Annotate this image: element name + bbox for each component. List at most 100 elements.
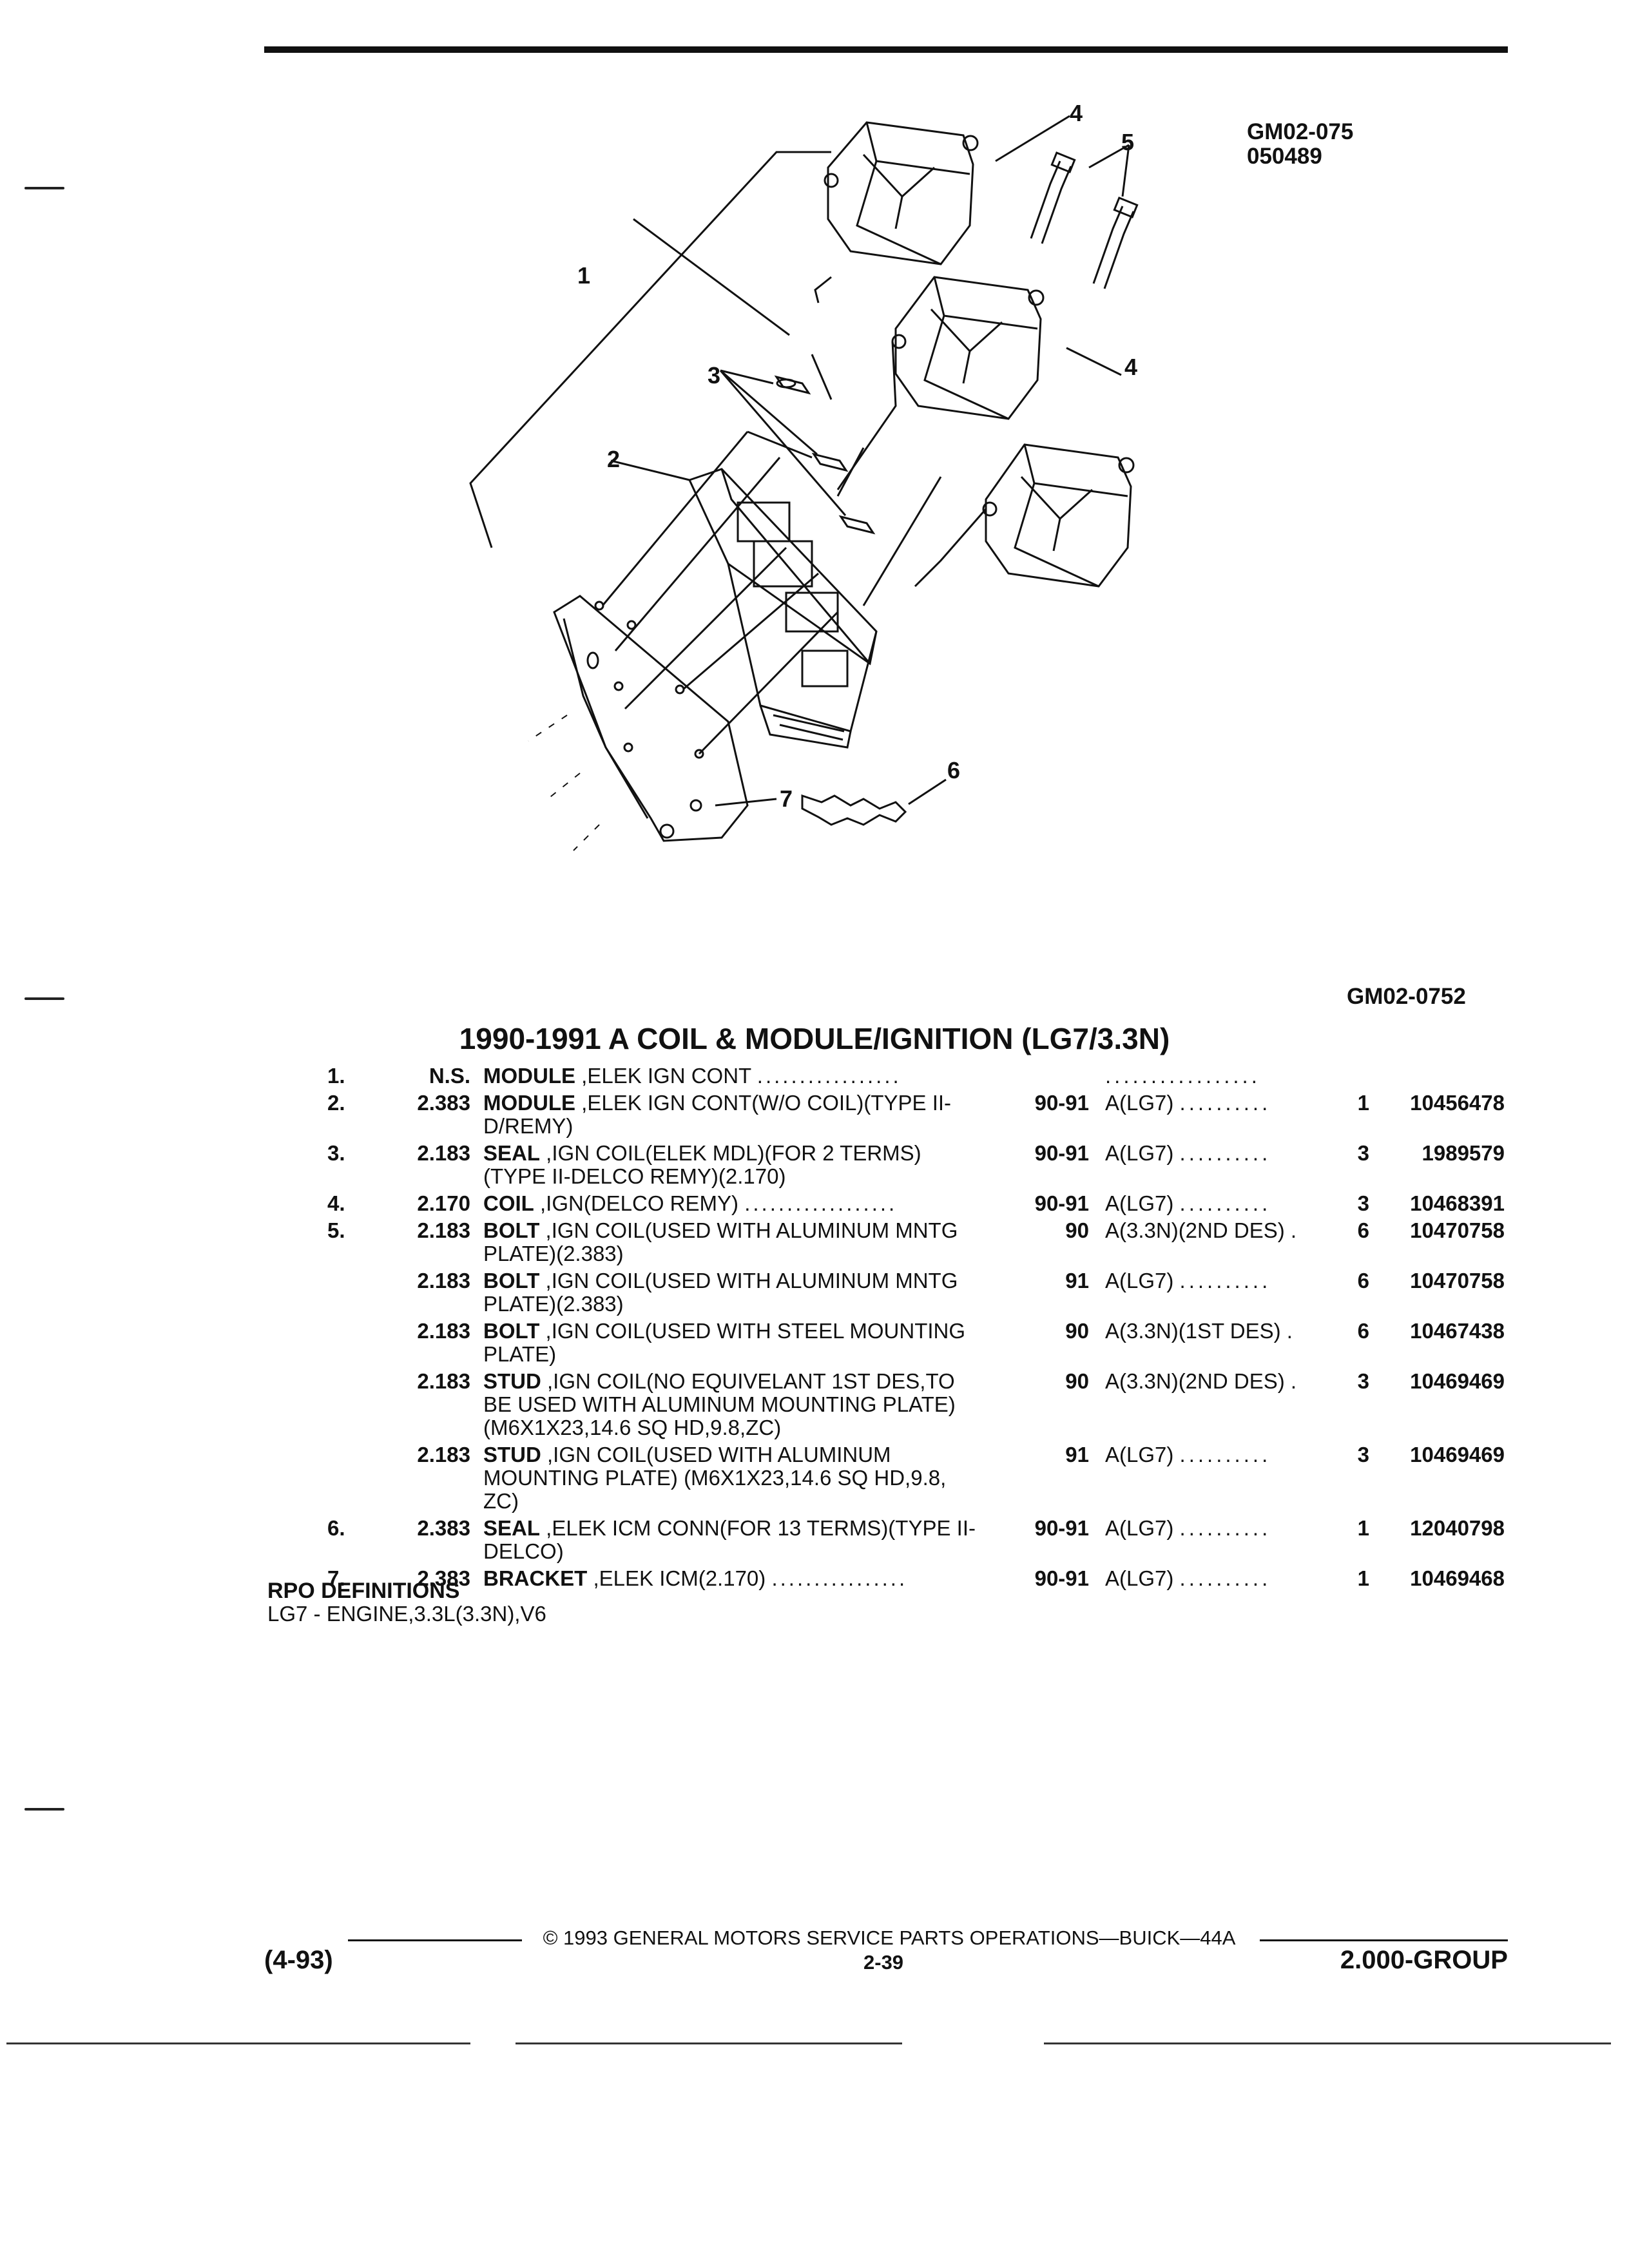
footer-group: 2.000-GROUP xyxy=(1340,1946,1508,1974)
part-model-years: 91 xyxy=(1065,1443,1089,1466)
part-application: A(3.3N)(1ST DES) . xyxy=(1105,1320,1296,1343)
application-code: A(LG7) xyxy=(1105,1141,1174,1165)
part-description-line: ZC) xyxy=(483,1489,519,1513)
part-quantity: 3 xyxy=(1357,1443,1369,1466)
part-description-line: ,IGN(DELCO REMY) xyxy=(534,1191,745,1215)
part-number: 10470758 xyxy=(1410,1269,1505,1293)
mounting-bracket xyxy=(553,595,777,842)
part-description-line: ,IGN COIL(USED WITH ALUMINUM MNTG xyxy=(539,1269,958,1293)
part-name: BOLT xyxy=(483,1269,540,1293)
part-model-years: 90-91 xyxy=(1034,1091,1089,1115)
figure-code-bottom: GM02-0752 xyxy=(1347,984,1466,1009)
leader-dots: . xyxy=(1286,1319,1296,1343)
part-description-line: (TYPE II-DELCO REMY)(2.170) xyxy=(483,1164,786,1188)
part-number: 10456478 xyxy=(1410,1091,1505,1115)
part-name: BRACKET xyxy=(483,1566,588,1590)
part-model-years: 90-91 xyxy=(1034,1566,1089,1590)
part-description-line: ,IGN COIL(ELEK MDL)(FOR 2 TERMS) xyxy=(540,1141,921,1165)
part-index: 1. xyxy=(327,1064,345,1088)
part-description-line: PLATE)(2.383) xyxy=(483,1292,624,1316)
page-edge-line xyxy=(516,2042,902,2044)
part-number: 10469468 xyxy=(1410,1566,1505,1590)
part-group-number: N.S. xyxy=(429,1064,470,1088)
callout-1-leader xyxy=(633,218,790,336)
part-description-line: DELCO) xyxy=(483,1539,564,1563)
part-group-number: 2.183 xyxy=(417,1269,470,1293)
footer-date: (4-93) xyxy=(264,1946,333,1974)
part-number: 10469469 xyxy=(1410,1369,1505,1393)
coil-bolts xyxy=(1030,151,1139,289)
part-description: SEAL ,IGN COIL(ELEK MDL)(FOR 2 TERMS)(TY… xyxy=(483,1142,1018,1188)
part-description: COIL ,IGN(DELCO REMY) .................. xyxy=(483,1192,1018,1215)
part-description-line: ,IGN COIL(NO EQUIVELANT 1ST DES,TO xyxy=(541,1369,955,1393)
callout-label-7: 7 xyxy=(780,785,793,812)
parts-table: 1.N.S.MODULE ,ELEK IGN CONT ............… xyxy=(0,1064,1629,1594)
footer-copyright: © 1993 GENERAL MOTORS SERVICE PARTS OPER… xyxy=(543,1927,1236,1949)
part-index: 5. xyxy=(327,1218,345,1242)
figure-code-line-1: GM02-075 xyxy=(1247,119,1354,144)
part-description-line: MOUNTING PLATE) (M6X1X23,14.6 SQ HD,9.8, xyxy=(483,1466,947,1490)
ignition-coil-middle xyxy=(891,276,1045,420)
application-code: A(3.3N)(2ND DES) xyxy=(1105,1369,1285,1393)
part-name: STUD xyxy=(483,1443,541,1466)
part-application: A(LG7) .......... xyxy=(1105,1142,1271,1165)
ignition-module xyxy=(688,468,878,749)
part-description: MODULE ,ELEK IGN CONT(W/O COIL)(TYPE II-… xyxy=(483,1091,1018,1138)
ignition-coil-top xyxy=(824,121,979,265)
part-application: A(LG7) .......... xyxy=(1105,1567,1271,1590)
application-code: A(LG7) xyxy=(1105,1516,1174,1540)
part-group-number: 2.383 xyxy=(417,1516,470,1540)
leader-dots: .................. xyxy=(744,1191,898,1215)
binder-hole-mark xyxy=(24,1808,64,1811)
part-group-number: 2.183 xyxy=(417,1443,470,1466)
part-model-years: 90-91 xyxy=(1034,1191,1089,1215)
leader-dots: ................ xyxy=(771,1566,908,1590)
part-application: A(LG7) .......... xyxy=(1105,1269,1271,1293)
application-code: A(LG7) xyxy=(1105,1443,1174,1466)
part-row: 1.N.S.MODULE ,ELEK IGN CONT ............… xyxy=(0,1064,1629,1091)
application-code: A(LG7) xyxy=(1105,1566,1174,1590)
part-description: BRACKET ,ELEK ICM(2.170) ...............… xyxy=(483,1567,1018,1590)
part-number: 10467438 xyxy=(1410,1319,1505,1343)
part-name: SEAL xyxy=(483,1141,541,1165)
part-name: BOLT xyxy=(483,1319,540,1343)
part-quantity: 3 xyxy=(1357,1141,1369,1165)
part-group-number: 2.183 xyxy=(417,1141,470,1165)
part-group-number: 2.183 xyxy=(417,1218,470,1242)
part-model-years: 90-91 xyxy=(1034,1141,1089,1165)
leader-dots: . xyxy=(1290,1369,1300,1393)
part-description-line: BE USED WITH ALUMINUM MOUNTING PLATE) xyxy=(483,1392,956,1416)
part-quantity: 6 xyxy=(1357,1319,1369,1343)
part-description-line: ,ELEK ICM(2.170) xyxy=(587,1566,772,1590)
leader-dots: . xyxy=(1290,1218,1300,1242)
callout-label-1: 1 xyxy=(577,262,590,289)
part-model-years: 90 xyxy=(1065,1218,1089,1242)
part-name: STUD xyxy=(483,1369,541,1393)
ignition-coil-bottom xyxy=(982,443,1135,588)
rpo-definitions-title: RPO DEFINITIONS xyxy=(267,1579,460,1603)
part-application: A(LG7) .......... xyxy=(1105,1443,1271,1466)
figure-code-line-2: 050489 xyxy=(1247,144,1322,169)
leader-dots: .......... xyxy=(1179,1141,1271,1165)
leader-dots: ................. xyxy=(1105,1064,1260,1088)
part-description-line: ,ELEK IGN CONT xyxy=(575,1064,757,1088)
callout-label-3: 3 xyxy=(708,362,720,389)
figure-code: GM02-075 050489 xyxy=(1247,120,1353,169)
footer-page-number: 2-39 xyxy=(863,1951,904,1974)
part-application: ................. xyxy=(1105,1064,1260,1088)
exploded-parts-diagram: 1 2 3 4 4 5 6 7 xyxy=(469,100,1139,851)
application-code: A(LG7) xyxy=(1105,1191,1174,1215)
part-quantity: 3 xyxy=(1357,1191,1369,1215)
part-application: A(LG7) .......... xyxy=(1105,1192,1271,1215)
binder-hole-mark xyxy=(24,187,64,189)
binder-hole-mark xyxy=(24,997,64,1000)
page-edge-line xyxy=(1044,2042,1611,2044)
